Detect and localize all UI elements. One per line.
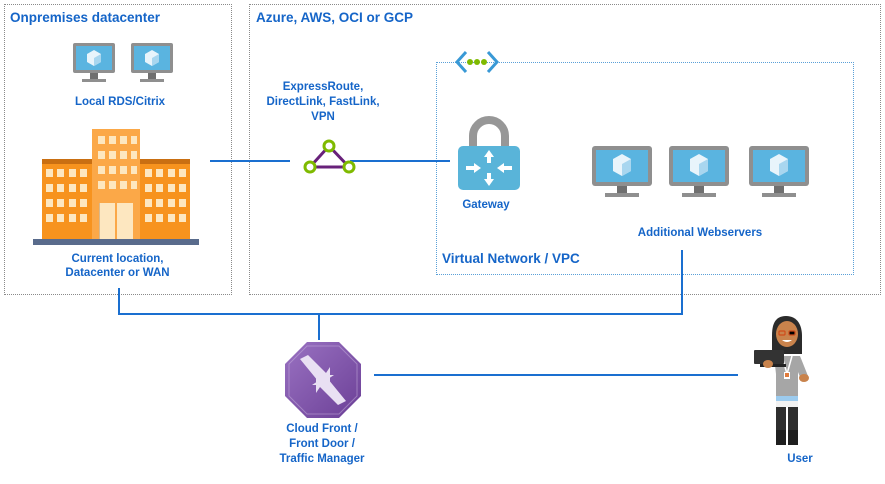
- connector-vpn-to-gateway: [350, 160, 450, 162]
- webservers-label: Additional Webservers: [637, 227, 763, 239]
- connector-bottom-bus: [118, 313, 683, 315]
- connector-webservers-down: [681, 250, 683, 315]
- gateway-label: Gateway: [462, 199, 510, 211]
- edge-label-line2: Front Door /: [289, 438, 355, 450]
- location-label-line2: Datacenter or WAN: [65, 267, 170, 279]
- connection-label-line3: VPN: [311, 111, 335, 123]
- cloud-provider-group: [249, 4, 881, 295]
- location-label-line1: Current location,: [71, 253, 164, 265]
- rds-server-1-icon: [73, 43, 115, 82]
- connection-label-line1: ExpressRoute,: [282, 81, 364, 93]
- rds-label: Local RDS/Citrix: [74, 96, 166, 108]
- edge-label-line1: Cloud Front /: [286, 423, 358, 435]
- cloud-title: Azure, AWS, OCI or GCP: [256, 10, 414, 25]
- connector-bus-to-edge: [318, 314, 320, 340]
- vpc-title: Virtual Network / VPC: [442, 251, 580, 266]
- edge-label-line3: Traffic Manager: [279, 453, 365, 465]
- onprem-title: Onpremises datacenter: [10, 10, 161, 25]
- virtual-network-icon: [454, 50, 500, 74]
- building-icon: [33, 129, 199, 245]
- virtual-network-group: [436, 62, 854, 275]
- connector-onprem-down: [118, 288, 120, 315]
- connection-label-line2: DirectLink, FastLink,: [266, 96, 380, 108]
- gateway-icon: [458, 116, 520, 190]
- user-icon: [754, 316, 809, 445]
- webserver-2-icon: [669, 146, 729, 197]
- connector-onprem-to-vpn: [210, 160, 290, 162]
- connector-edge-to-user: [374, 374, 738, 376]
- webserver-1-icon: [592, 146, 652, 197]
- user-label: User: [787, 453, 813, 465]
- rds-server-2-icon: [131, 43, 173, 82]
- webserver-3-icon: [749, 146, 809, 197]
- traffic-manager-icon: [285, 342, 361, 418]
- vpn-connection-icon: [303, 139, 356, 174]
